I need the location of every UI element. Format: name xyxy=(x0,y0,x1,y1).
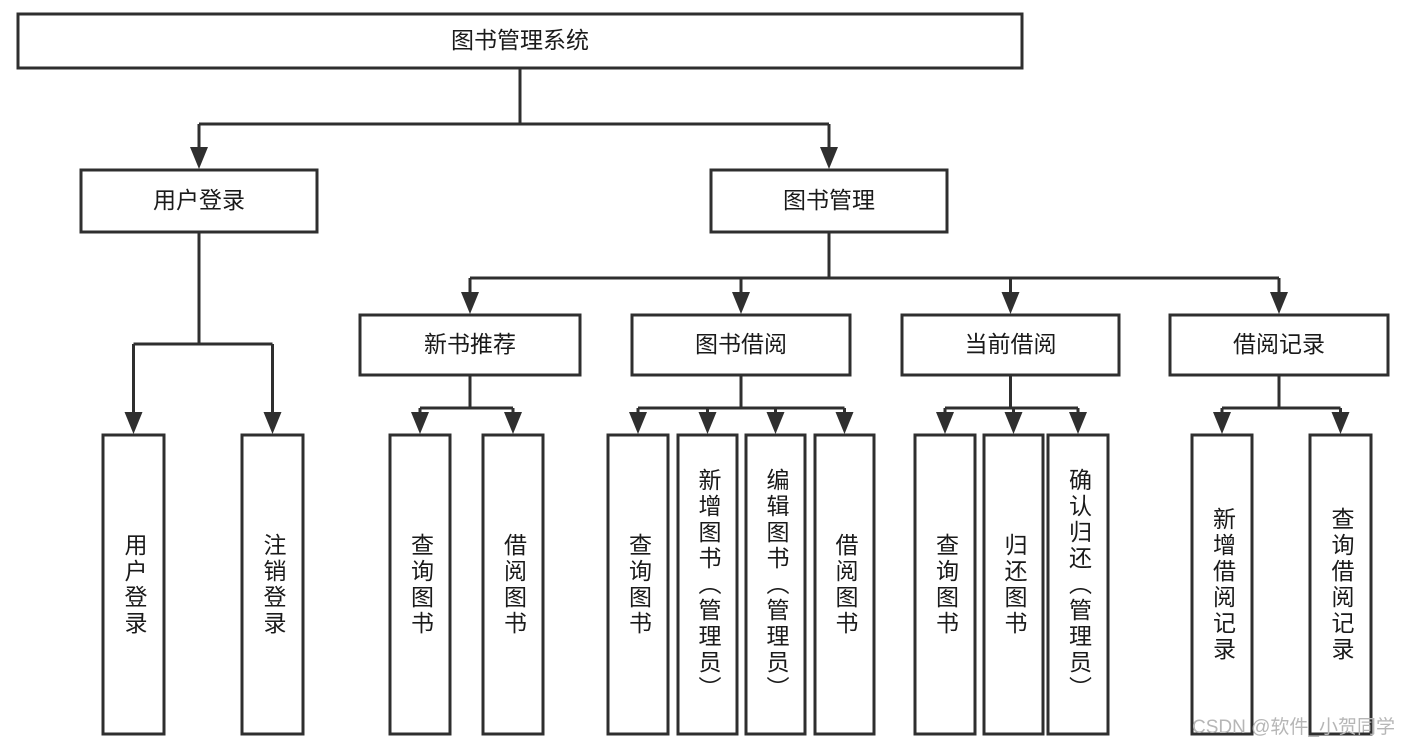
arrow-head-leaf-query-book-2 xyxy=(629,412,647,434)
node-box-leaf-return-book[interactable] xyxy=(982,433,1045,736)
arrow-head-leaf-borrow-book-2 xyxy=(835,412,854,434)
node-box-leaf-user-login[interactable] xyxy=(101,433,166,736)
arrow-head-leaf-add-record xyxy=(1213,412,1231,434)
arrow-head-book-manage xyxy=(820,147,838,169)
connectors-layer xyxy=(124,68,1350,434)
arrow-head-leaf-edit-book xyxy=(766,412,785,434)
arrow-head-leaf-borrow-book-1 xyxy=(504,412,522,434)
arrow-head-leaf-confirm-return xyxy=(1069,412,1087,434)
node-box-leaf-borrow-book-2[interactable] xyxy=(813,433,876,736)
node-box-new-book-rec[interactable] xyxy=(358,313,582,377)
node-box-leaf-borrow-book-1[interactable] xyxy=(481,433,545,736)
arrow-head-leaf-return-book xyxy=(1004,412,1023,434)
arrow-head-user-login xyxy=(190,147,208,169)
node-label-current-borrow: 当前借阅 xyxy=(965,331,1057,357)
node-box-leaf-query-book-1[interactable] xyxy=(388,433,452,736)
node-box-leaf-query-record[interactable] xyxy=(1308,433,1373,736)
node-box-leaf-query-book-3[interactable] xyxy=(913,433,977,736)
node-box-leaf-add-record[interactable] xyxy=(1190,433,1254,736)
node-label-user-login: 用户登录 xyxy=(153,187,245,213)
arrow-head-leaf-query-record xyxy=(1331,412,1350,434)
node-label-borrow-record: 借阅记录 xyxy=(1233,331,1325,357)
node-label-root: 图书管理系统 xyxy=(451,27,589,53)
arrow-head-leaf-query-book-1 xyxy=(411,412,429,434)
arrow-head-leaf-add-book xyxy=(698,412,717,434)
nodes-layer xyxy=(16,12,1390,736)
node-box-leaf-confirm-return[interactable] xyxy=(1046,433,1110,736)
node-box-leaf-edit-book[interactable] xyxy=(744,433,807,736)
node-label-new-book-rec: 新书推荐 xyxy=(424,331,516,357)
arrow-head-current-borrow xyxy=(1001,292,1020,314)
arrow-head-leaf-query-book-3 xyxy=(936,412,954,434)
node-box-leaf-user-logout[interactable] xyxy=(240,433,305,736)
node-box-borrow-record[interactable] xyxy=(1168,313,1390,377)
node-label-book-borrow: 图书借阅 xyxy=(695,331,787,357)
arrow-head-borrow-record xyxy=(1270,292,1288,314)
node-box-book-borrow[interactable] xyxy=(630,313,852,377)
arrow-head-leaf-user-login xyxy=(124,412,143,434)
arrow-head-new-book-rec xyxy=(461,292,479,314)
node-box-user-login[interactable] xyxy=(79,168,319,234)
node-box-root[interactable] xyxy=(16,12,1024,70)
node-label-book-manage: 图书管理 xyxy=(783,187,875,213)
arrow-head-leaf-user-logout xyxy=(263,412,282,434)
node-box-leaf-query-book-2[interactable] xyxy=(606,433,670,736)
node-box-current-borrow[interactable] xyxy=(900,313,1121,377)
arrow-head-book-borrow xyxy=(732,292,750,314)
node-box-book-manage[interactable] xyxy=(709,168,949,234)
node-box-leaf-add-book[interactable] xyxy=(676,433,739,736)
